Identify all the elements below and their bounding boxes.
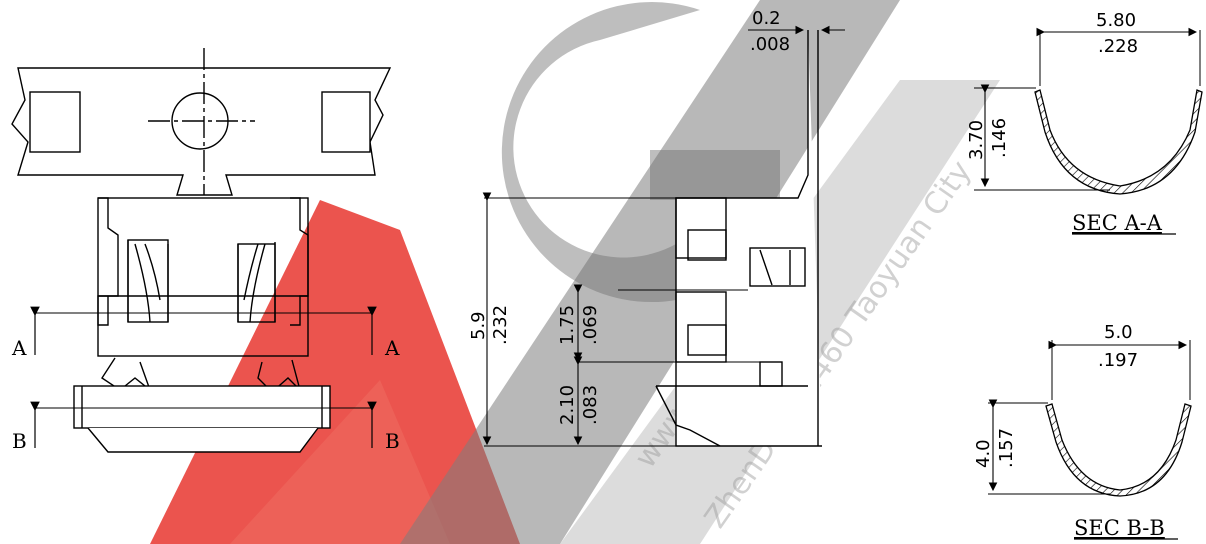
secaa-title: SEC A-A bbox=[1072, 211, 1163, 235]
secbb-width-mm: 5.0 bbox=[1104, 322, 1133, 343]
carrier-strip bbox=[11, 67, 392, 196]
dim-top-thickness-mm: 0.2 bbox=[752, 8, 781, 29]
watermark-red-shape-2 bbox=[230, 380, 450, 544]
carrier-window-right bbox=[321, 91, 371, 153]
secaa-width-in: .228 bbox=[1098, 36, 1138, 57]
front-view bbox=[11, 48, 392, 453]
dim-slot-mm: 1.75 bbox=[557, 305, 578, 345]
secaa-height-mm: 3.70 bbox=[966, 120, 987, 160]
dim-height-in: .232 bbox=[490, 305, 511, 345]
section-b-label-right: B bbox=[385, 429, 400, 453]
section-b-label-left: B bbox=[12, 429, 27, 453]
dim-slot-in: .069 bbox=[580, 305, 601, 345]
secaa-width-mm: 5.80 bbox=[1096, 10, 1136, 31]
watermark-gray-band bbox=[400, 0, 900, 544]
dim-base-mm: 2.10 bbox=[557, 385, 578, 425]
crimp-wing-left bbox=[101, 357, 152, 393]
secbb-height-mm: 4.0 bbox=[973, 439, 994, 468]
section-a-label-right: A bbox=[384, 336, 400, 360]
secbb-width-in: .197 bbox=[1098, 350, 1138, 371]
terminal-base bbox=[73, 385, 331, 429]
crimp-wing-right bbox=[257, 359, 302, 393]
secbb-height-in: .157 bbox=[996, 428, 1017, 468]
dim-height-mm: 5.9 bbox=[468, 311, 489, 340]
dim-base-in: .083 bbox=[580, 385, 601, 425]
secbb-title: SEC B-B bbox=[1074, 516, 1165, 540]
side-view bbox=[482, 25, 845, 447]
dim-top-thickness-in: .008 bbox=[750, 34, 790, 55]
terminal-foot bbox=[87, 427, 319, 453]
section-bb-profile bbox=[988, 340, 1192, 497]
section-aa-profile bbox=[974, 27, 1203, 195]
watermark-red-shape bbox=[150, 200, 520, 544]
secaa-height-in: .146 bbox=[989, 118, 1010, 158]
section-a-label-left: A bbox=[11, 336, 27, 360]
side-strip bbox=[675, 30, 822, 447]
carrier-window-left bbox=[29, 91, 81, 153]
